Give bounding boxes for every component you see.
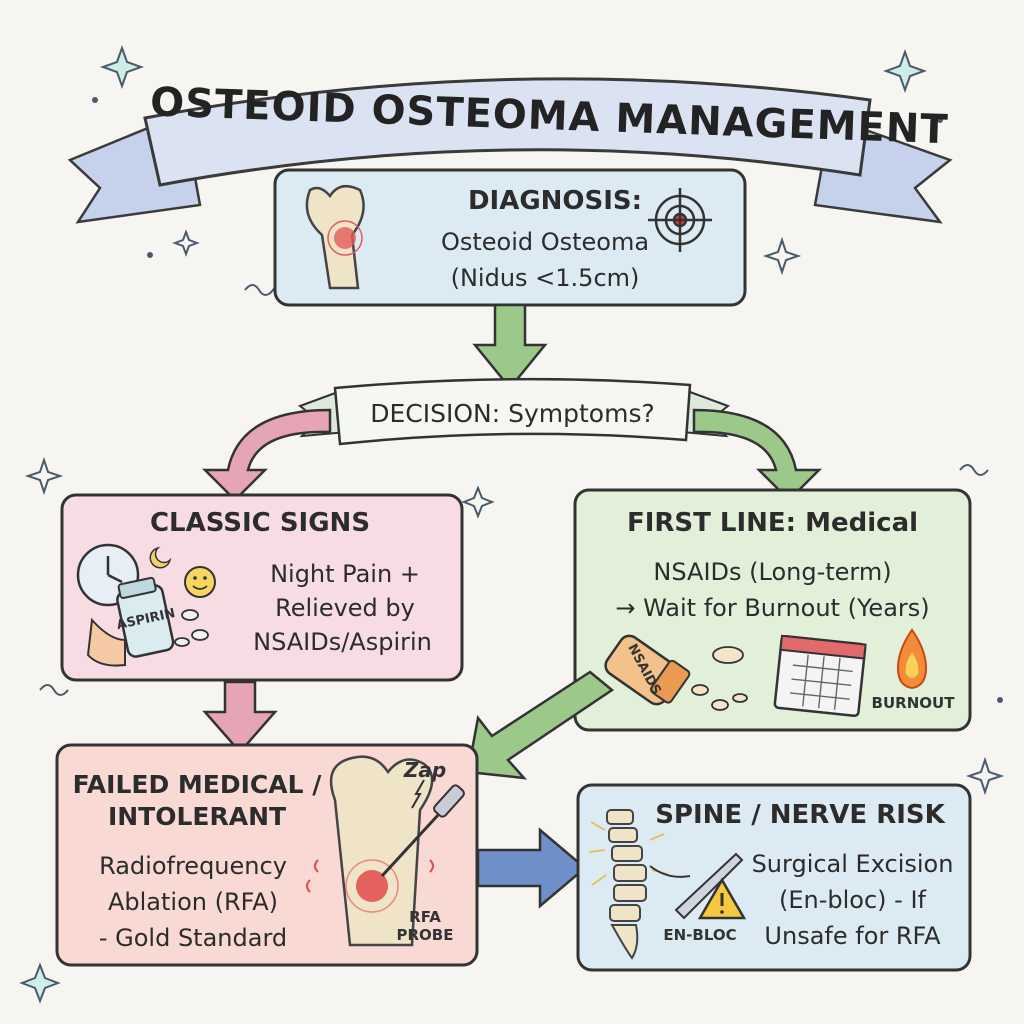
bone-icon [305, 184, 365, 290]
calendar-icon [773, 634, 867, 718]
lightning-icon [411, 779, 425, 809]
arrow-right-icon [476, 827, 587, 909]
spine-risk-box [576, 783, 972, 972]
decision-label: DECISION: Symptoms? [370, 399, 655, 428]
failed-medical-heading-1: FAILED MEDICAL / [72, 770, 322, 799]
target-icon [648, 188, 712, 252]
smiley-face-icon [184, 566, 216, 598]
sparkle-icon [19, 962, 61, 1004]
nerve-lines [588, 821, 669, 886]
rfa-probe-label-1: RFA [409, 908, 441, 926]
first-line-box [573, 488, 972, 732]
sparkle-icon [172, 229, 200, 257]
sparkle-decorations [19, 45, 1005, 1004]
arrow-right-branch-icon [692, 408, 823, 502]
classic-signs-line-1: Night Pain + [270, 560, 420, 588]
warning-icon [697, 877, 747, 920]
decision-ribbon [297, 377, 731, 446]
first-line-line-1: NSAIDs (Long-term) [653, 558, 892, 586]
classic-signs-box [60, 493, 464, 682]
diagnosis-line-1: Osteoid Osteoma [440, 228, 650, 256]
bone-cross-section-icon [306, 755, 434, 947]
arrow-diagonal-icon [466, 670, 615, 780]
failed-medical-heading-2: INTOLERANT [107, 802, 287, 831]
sparkle-icon [461, 485, 495, 519]
failed-medical-line-1: Radiofrequency [99, 852, 287, 880]
classic-signs-line-2: Relieved by [275, 594, 415, 622]
rfa-probe-icon [380, 779, 465, 878]
pills-icon [691, 646, 748, 711]
squiggle-icon [39, 684, 69, 696]
ribbon-body [143, 77, 872, 187]
diagnosis-line-2: (Nidus <1.5cm) [450, 264, 640, 292]
failed-medical-line-2: Ablation (RFA) [107, 888, 279, 916]
spine-icon [606, 809, 647, 960]
classic-signs-heading: CLASSIC SIGNS [149, 508, 371, 538]
spine-risk-line-2: (En-bloc) - If [779, 886, 926, 914]
nsaid-bottle-icon [604, 634, 691, 706]
aspirin-bottle-icon [116, 576, 175, 658]
diagnosis-heading: DIAGNOSIS: [467, 186, 643, 216]
en-bloc-label: EN-BLOC [663, 926, 737, 944]
classic-signs-line-3: NSAIDs/Aspirin [253, 628, 432, 656]
first-line-heading: FIRST LINE: Medical [626, 508, 919, 538]
arrow-left-branch-icon [201, 408, 332, 502]
squiggle-icon [959, 464, 989, 476]
arrow-down-icon [202, 680, 278, 754]
first-line-line-2: → Wait for Burnout (Years) [615, 594, 930, 622]
moon-icon [149, 546, 172, 569]
spine-risk-line-3: Unsafe for RFA [764, 922, 941, 950]
failed-medical-box [55, 743, 479, 967]
sparkle-icon [965, 756, 1005, 796]
spine-risk-heading: SPINE / NERVE RISK [655, 800, 945, 830]
sparkle-icon [100, 45, 144, 89]
scalpel-icon [674, 852, 744, 920]
sparkle-icon [24, 456, 64, 496]
sparkle-icon [883, 49, 927, 93]
failed-medical-line-3: - Gold Standard [98, 924, 288, 952]
rfa-probe-label-2: PROBE [396, 926, 454, 944]
title-ribbon [67, 77, 953, 224]
sparkle-icon [762, 236, 802, 276]
pills-icon [174, 609, 209, 647]
hand-icon [86, 617, 126, 667]
arrow-down-icon [472, 303, 548, 390]
zap-label: Zap [403, 758, 447, 782]
diagnosis-box [273, 168, 747, 307]
curved-arrow-icon [649, 865, 691, 878]
burnout-label: BURNOUT [871, 694, 955, 712]
spine-risk-line-1: Surgical Excision [751, 850, 954, 878]
